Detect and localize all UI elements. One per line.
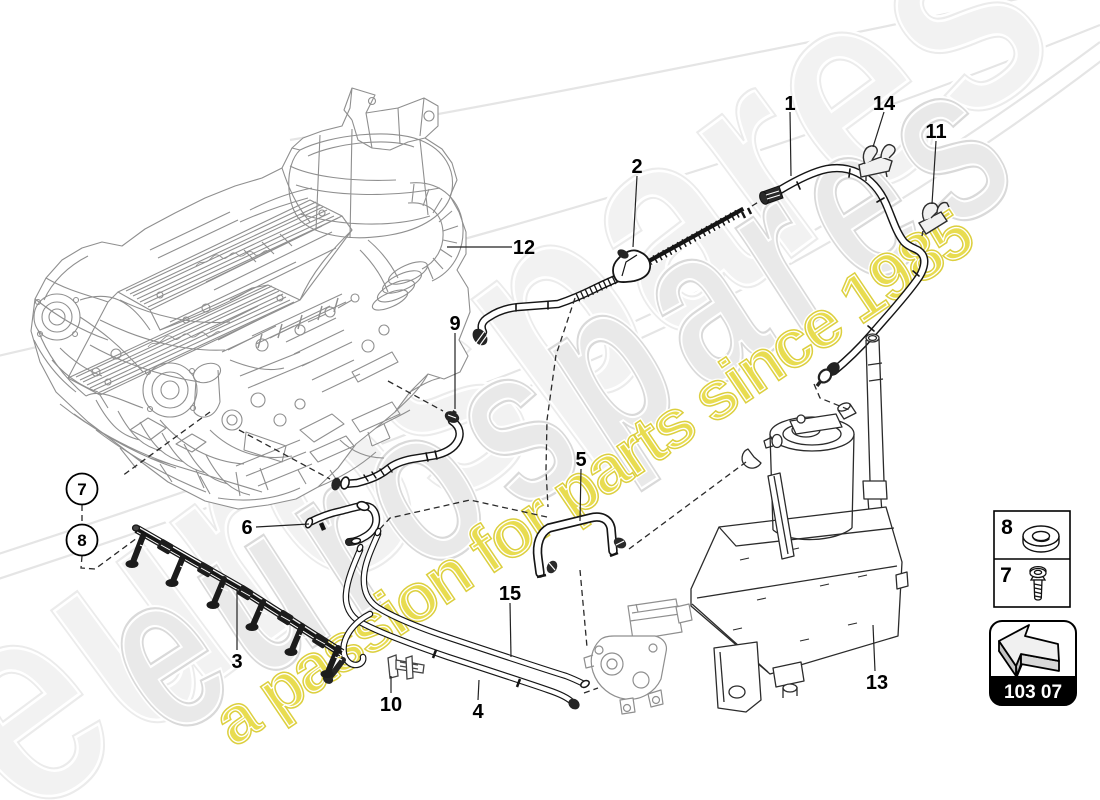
svg-text:11: 11 [925, 121, 946, 143]
svg-text:8: 8 [1001, 516, 1013, 539]
svg-text:13: 13 [866, 672, 888, 694]
svg-text:15: 15 [499, 583, 521, 605]
svg-text:2: 2 [631, 156, 642, 178]
svg-text:3: 3 [231, 651, 242, 673]
svg-text:8: 8 [77, 531, 86, 550]
svg-text:4: 4 [472, 701, 484, 723]
svg-text:7: 7 [77, 480, 86, 499]
svg-text:14: 14 [873, 93, 896, 115]
svg-text:12: 12 [513, 237, 535, 259]
svg-text:10: 10 [380, 694, 402, 716]
svg-text:103 07: 103 07 [1004, 682, 1062, 703]
svg-text:1: 1 [784, 93, 795, 115]
svg-text:9: 9 [449, 313, 460, 335]
svg-text:6: 6 [241, 517, 252, 539]
svg-text:5: 5 [575, 449, 586, 471]
svg-text:7: 7 [1000, 564, 1012, 587]
